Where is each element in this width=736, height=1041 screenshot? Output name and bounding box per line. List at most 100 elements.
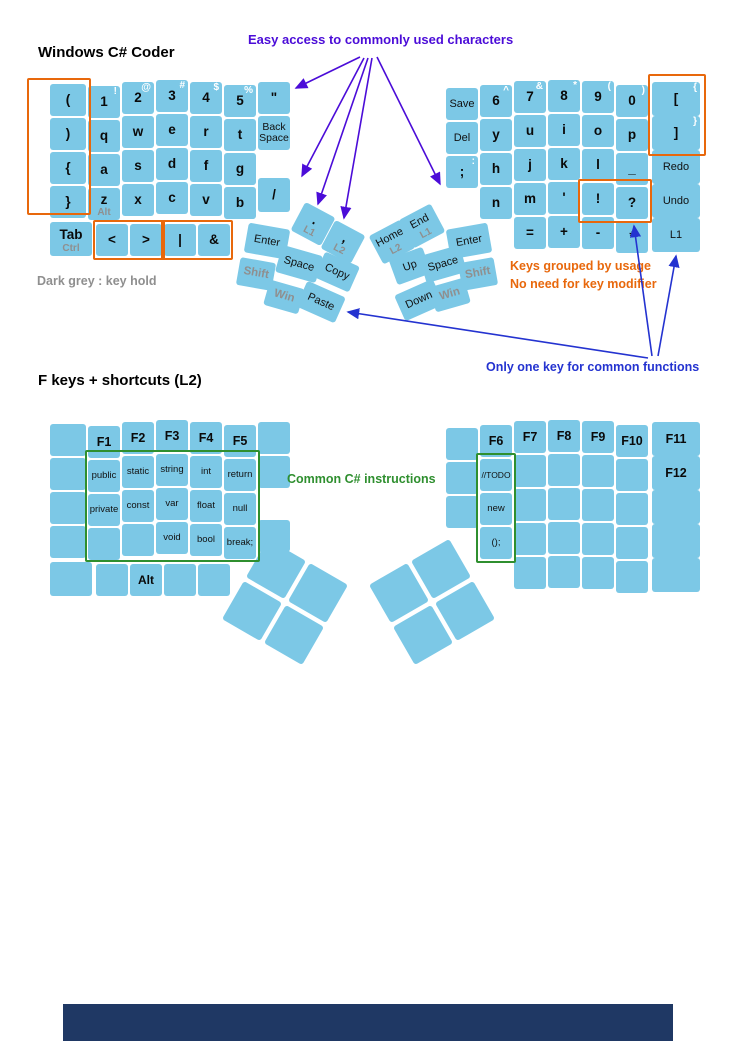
key-label: t — [237, 127, 243, 143]
key-symbol: < — [96, 224, 128, 256]
key-label: b — [235, 195, 245, 211]
key-label: F10 — [621, 433, 643, 448]
key-f6: F6 — [480, 425, 512, 457]
key-symbol: > — [130, 224, 162, 256]
key-label: 9 — [594, 89, 602, 105]
key-symbol: * — [616, 221, 648, 253]
key-null: null — [224, 493, 256, 525]
key-blank — [164, 564, 196, 596]
key-blank — [514, 557, 546, 589]
key-g: g — [224, 153, 256, 185]
key-label: F7 — [522, 429, 538, 444]
key-label: F9 — [590, 429, 606, 444]
key-f5: F5 — [224, 425, 256, 457]
key-label: u — [525, 123, 535, 139]
key-blank — [514, 455, 546, 487]
key-label: string — [160, 464, 184, 476]
key-label: void — [163, 532, 181, 544]
key-label: ? — [627, 195, 637, 211]
key-f1: F1 — [88, 426, 120, 458]
key-9: (9 — [582, 81, 614, 113]
key-label: F6 — [488, 433, 504, 448]
key-w: w — [122, 116, 154, 148]
key-v: v — [190, 184, 222, 216]
key-shift-legend: % — [244, 85, 253, 96]
key-label: p — [627, 127, 637, 143]
key-label: r — [203, 124, 209, 140]
key-0: )0 — [616, 85, 648, 117]
key-void: void — [156, 522, 188, 554]
key-f4: F4 — [190, 422, 222, 454]
key-blank — [122, 524, 154, 556]
key-symbol: ' — [548, 182, 580, 214]
key-f3: F3 — [156, 420, 188, 452]
key-shift-legend: ) — [641, 85, 645, 96]
key-label: a — [100, 162, 108, 178]
key-break: break; — [224, 527, 256, 559]
key-label: F2 — [130, 430, 146, 445]
key-shift-legend: # — [179, 80, 185, 91]
key-float: float — [190, 490, 222, 522]
key-label: " — [270, 90, 278, 106]
key-shift-legend: : — [471, 156, 475, 167]
key-6: ^6 — [480, 85, 512, 117]
annotation-csharp-instructions: Common C# instructions — [287, 472, 436, 486]
key-symbol: ? — [616, 187, 648, 219]
purple-arrow — [376, 56, 441, 186]
key-blank — [446, 496, 478, 528]
key-hold-label: L1 — [301, 223, 317, 240]
key-symbol: { — [50, 152, 86, 184]
key-x: x — [122, 184, 154, 216]
key-symbol: + — [548, 216, 580, 248]
key-j: j — [514, 149, 546, 181]
key-b: b — [224, 187, 256, 219]
key-alt: Alt — [130, 564, 162, 596]
key-symbol: " — [258, 82, 290, 114]
key-hold-label: Ctrl — [62, 243, 80, 254]
key-label: , — [340, 230, 351, 246]
key-label: [ — [673, 91, 679, 107]
key-back-space: Back Space — [258, 116, 290, 150]
key-m: m — [514, 183, 546, 215]
key-label: h — [491, 161, 501, 177]
key-label: (); — [491, 537, 501, 549]
key-a: a — [88, 154, 120, 186]
key-shift-legend: { — [693, 82, 697, 93]
key-blank — [96, 564, 128, 596]
key-label: F8 — [556, 428, 572, 443]
key-label: Back Space — [259, 120, 289, 144]
key-f12: F12 — [652, 456, 700, 490]
key-f7: F7 — [514, 421, 546, 453]
footer-bar — [63, 1004, 673, 1041]
key-label: Copy — [323, 260, 352, 283]
key-label: L1 — [669, 228, 683, 241]
key-label: static — [126, 466, 150, 478]
key-f8: F8 — [548, 420, 580, 452]
key-label: d — [167, 156, 177, 172]
key-h: h — [480, 153, 512, 185]
key-label: ( — [65, 92, 71, 108]
key-label: ] — [673, 125, 679, 141]
key-blank — [616, 561, 648, 593]
key-bool: bool — [190, 524, 222, 556]
key-blank — [514, 489, 546, 521]
purple-arrow — [301, 57, 365, 178]
key-label: w — [132, 124, 144, 140]
key-blank — [258, 422, 290, 454]
key-label: k — [560, 156, 568, 172]
key-blank — [50, 424, 86, 456]
key-label: x — [134, 192, 142, 208]
layer2-title: F keys + shortcuts (L2) — [38, 372, 202, 389]
key-symbol: } — [50, 186, 86, 218]
key-label: j — [528, 157, 532, 173]
key-f: f — [190, 150, 222, 182]
key-2: @2 — [122, 82, 154, 114]
key-string: string — [156, 454, 188, 486]
key-s: s — [122, 150, 154, 182]
key-label: F1 — [96, 434, 112, 449]
key-label: 8 — [560, 88, 568, 104]
key-label: > — [142, 232, 150, 248]
key-label: 5 — [236, 93, 244, 109]
key-l: l — [582, 149, 614, 181]
